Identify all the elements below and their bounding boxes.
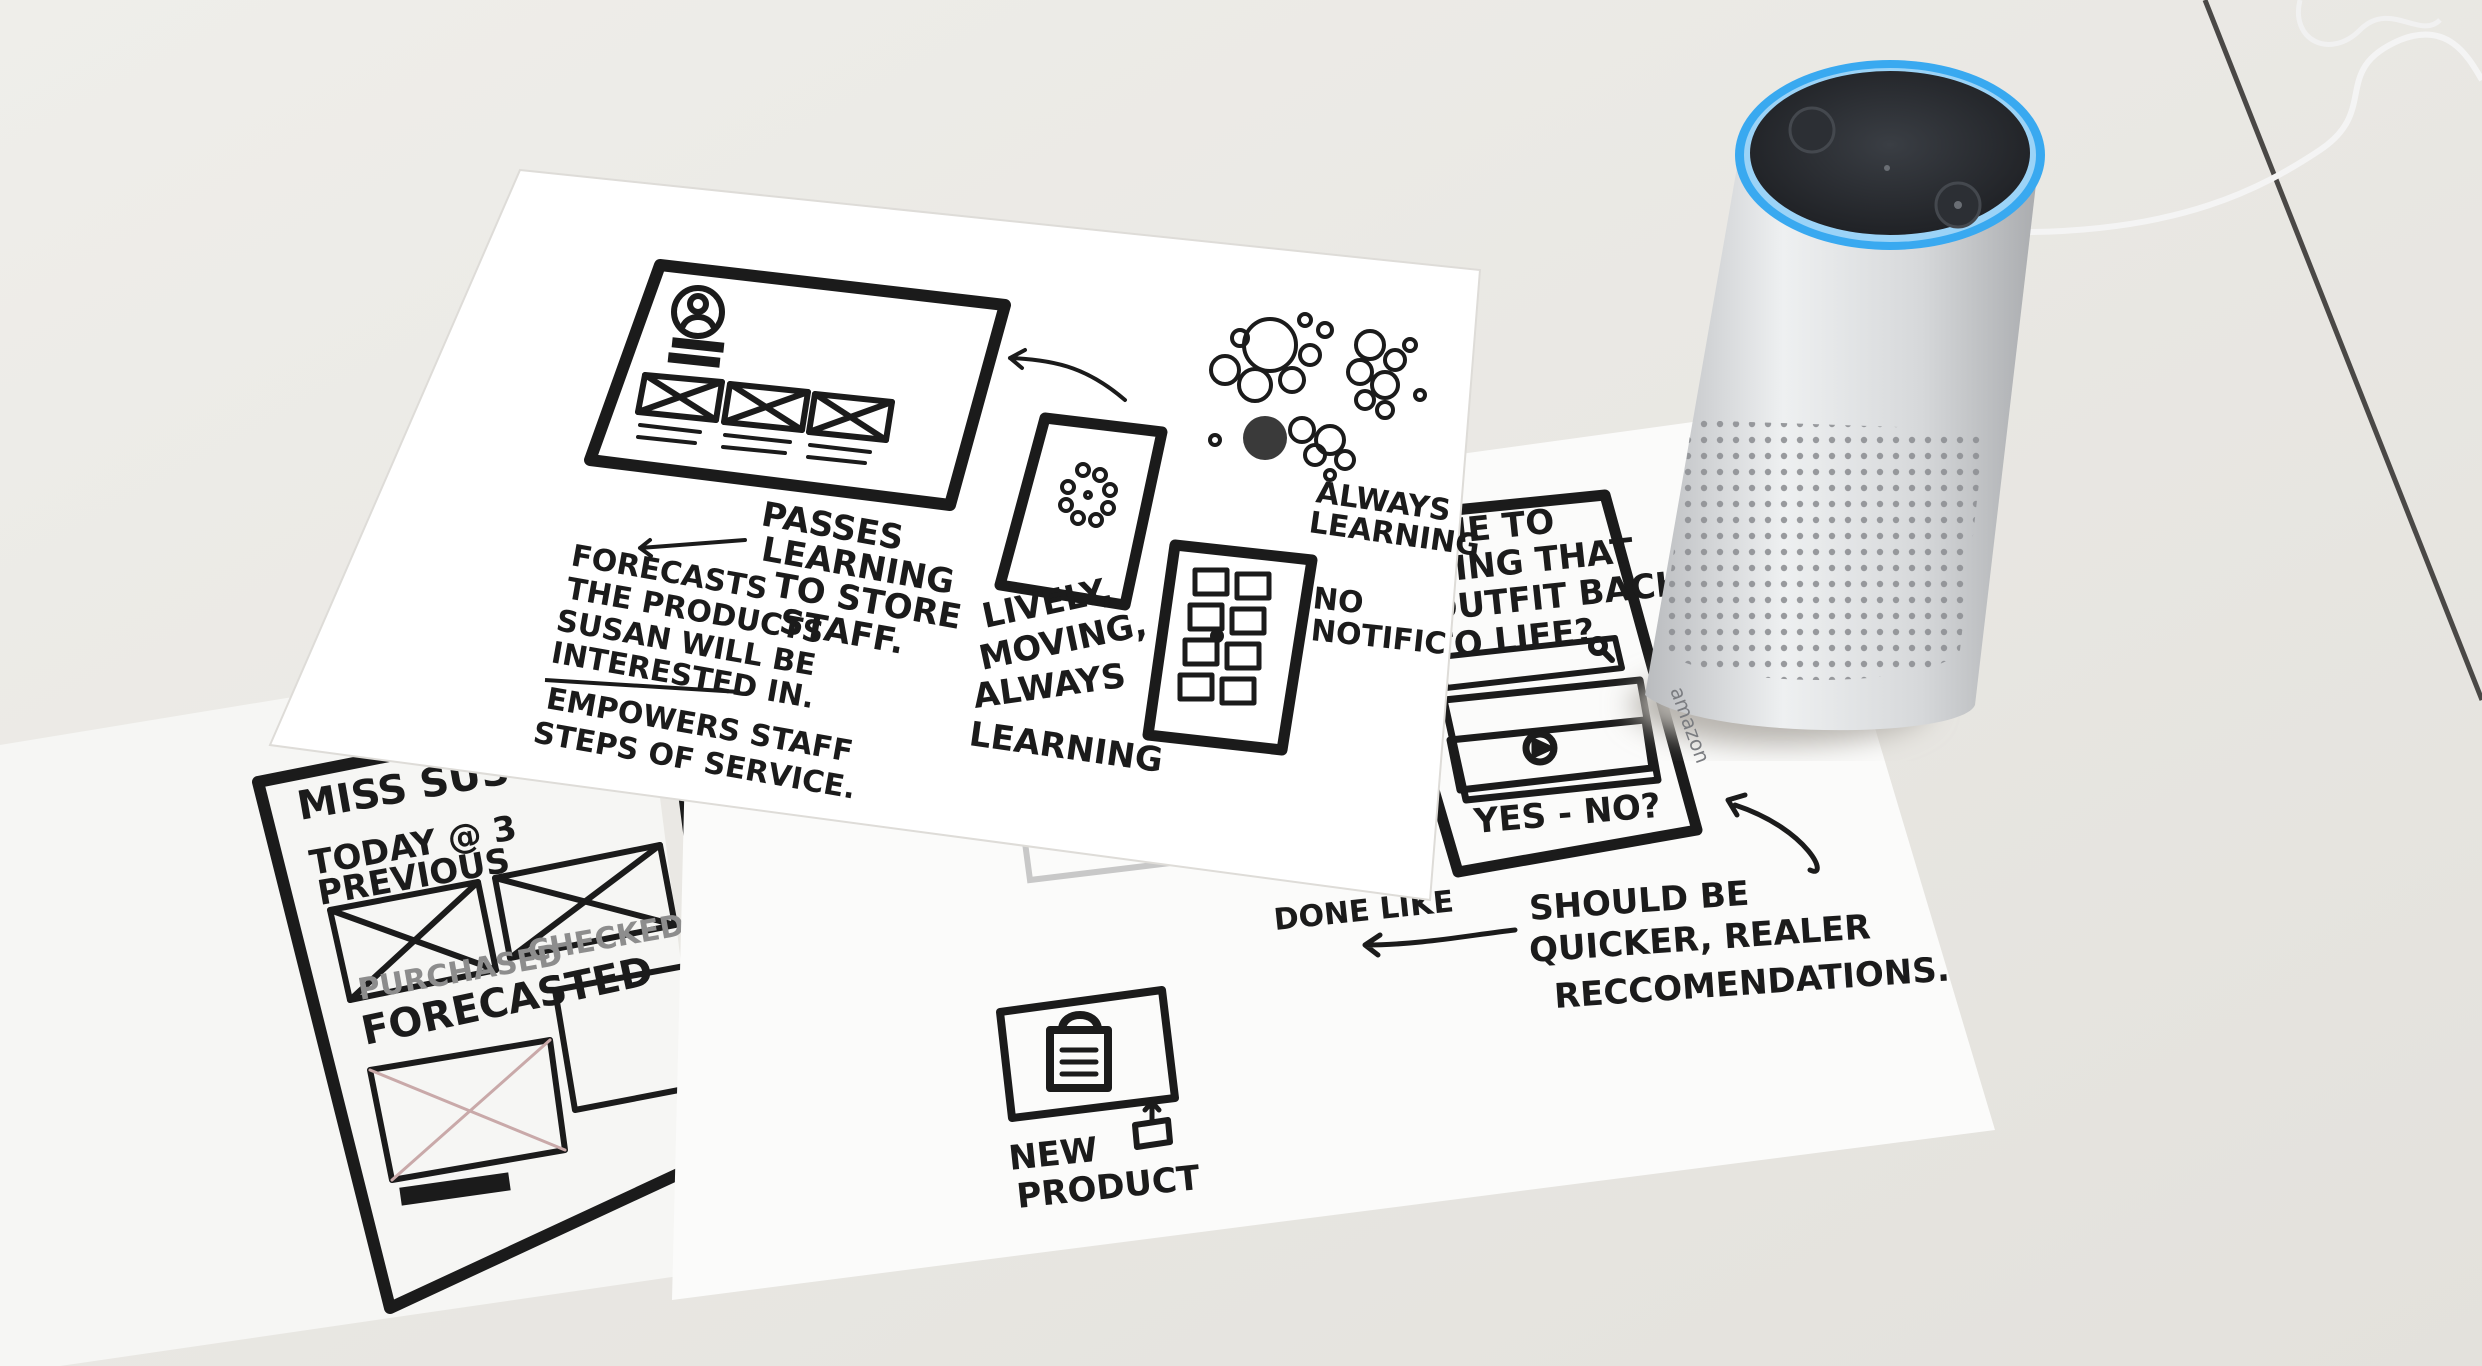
label-new: New — [1007, 1130, 1100, 1179]
sketch-loading-dots — [1058, 462, 1118, 528]
power-cable-coil — [2296, 0, 2442, 47]
sketch-name-bar — [667, 352, 721, 368]
sketch-desktop-frame — [584, 259, 1011, 511]
sheet-left: Miss Sus Today @ 3 Previous Purchased Ch… — [0, 640, 736, 1366]
divider-line — [544, 678, 741, 694]
action-button-dot — [1954, 201, 1962, 209]
sheet-top: Passes learning to store staff. Forecast… — [268, 168, 1482, 902]
sketch-avatar-icon — [671, 285, 725, 339]
sketch-button — [399, 1172, 511, 1206]
speaker-grille — [1660, 420, 1985, 680]
sketch-phone-grid — [1142, 539, 1318, 756]
sketch-image-placeholder — [327, 879, 499, 1003]
sketch-image-placeholder — [635, 372, 725, 423]
mic-off-button — [1788, 106, 1836, 154]
sketch-grid-tiles — [1177, 567, 1272, 706]
microphone-dot — [1884, 165, 1890, 171]
arrow-curve-right — [1732, 802, 1820, 874]
desk-edge — [2202, 0, 2482, 701]
arrow-curve-top — [1008, 348, 1127, 402]
sketch-tap-dot — [1210, 629, 1224, 643]
sketch-text-lines — [636, 423, 872, 465]
speaker-top — [1750, 71, 2030, 235]
arrow-left — [1362, 927, 1518, 958]
sketch-image-placeholder — [721, 381, 811, 433]
sketch-new-product — [996, 986, 1179, 1150]
power-cable — [2029, 31, 2482, 235]
sketch-image-placeholder — [492, 842, 678, 961]
sketch-card — [1440, 676, 1662, 804]
sketch-phone-lively — [994, 412, 1168, 611]
arrow-left-small — [638, 538, 747, 558]
sketch-bubble-filled — [1243, 416, 1287, 460]
sketch-image-placeholder — [806, 391, 895, 443]
arrow-head — [1725, 792, 1748, 818]
sketch-bubble-cluster — [1208, 312, 1427, 482]
sketch-name-bar — [671, 337, 725, 353]
note-no-1: No — [1311, 581, 1365, 621]
sketch-image-placeholder — [367, 1037, 568, 1183]
